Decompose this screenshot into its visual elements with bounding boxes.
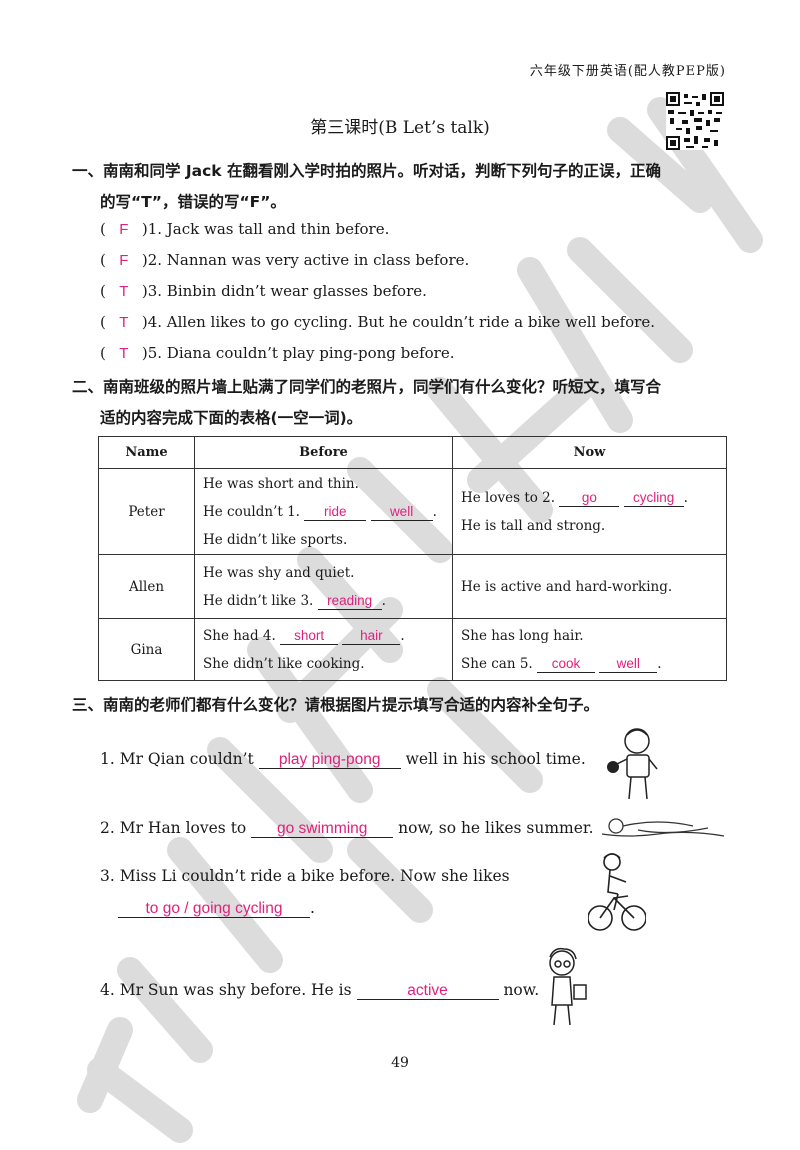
- tf-item-3: (T)3. Binbin didn’t wear glasses before.: [100, 282, 427, 300]
- question-1: 1. Mr Qian couldn’t play ping-pong well …: [100, 750, 586, 769]
- question-3: 3. Miss Li couldn’t ride a bike before. …: [100, 867, 510, 918]
- lesson-title: 第三课时(B Let’s talk): [310, 118, 490, 138]
- tf-item-5: (T)5. Diana couldn’t play ping-pong befo…: [100, 344, 455, 362]
- book-header: 六年级下册英语(配人教PEP版): [529, 64, 726, 79]
- ping-pong-boy-illustration: [607, 728, 658, 800]
- question-2: 2. Mr Han loves to go swimming now, so h…: [100, 819, 594, 838]
- swimmer-illustration: [601, 818, 725, 837]
- changes-table: Name Before Now Peter He was short and t…: [98, 436, 727, 681]
- tf-item-1: (F)1. Jack was tall and thin before.: [100, 220, 390, 238]
- table-row-allen: Allen He was shy and quiet. He didn’t li…: [98, 554, 727, 619]
- table-row-peter: Peter He was short and thin. He couldn’t…: [98, 468, 727, 555]
- cyclist-girl-illustration: [588, 853, 646, 931]
- table-row-gina: Gina She had 4. short hair. She didn’t l…: [98, 618, 727, 681]
- section3-heading: 三、南南的老师们都有什么变化？请根据图片提示填写合适的内容补全句子。: [72, 696, 600, 714]
- teacher-man-illustration: [549, 947, 587, 1026]
- section1-heading: 一、南南和同学 Jack 在翻看刚入学时拍的照片。听对话，判断下列句子的正误，正…: [72, 162, 662, 211]
- qr-code-icon: [666, 92, 724, 150]
- section2-heading: 二、南南班级的照片墙上贴满了同学们的老照片，同学们有什么变化？听短文，填写合 适…: [72, 378, 662, 427]
- question-4: 4. Mr Sun was shy before. He is active n…: [100, 981, 540, 1000]
- col-header-before: Before: [194, 436, 453, 469]
- page-number: 49: [391, 1055, 409, 1071]
- tf-item-4: (T)4. Allen likes to go cycling. But he …: [100, 313, 655, 331]
- col-header-name: Name: [98, 436, 195, 469]
- col-header-now: Now: [452, 436, 727, 469]
- tf-item-2: (F)2. Nannan was very active in class be…: [100, 251, 470, 269]
- table-header-row: Name Before Now: [98, 436, 727, 469]
